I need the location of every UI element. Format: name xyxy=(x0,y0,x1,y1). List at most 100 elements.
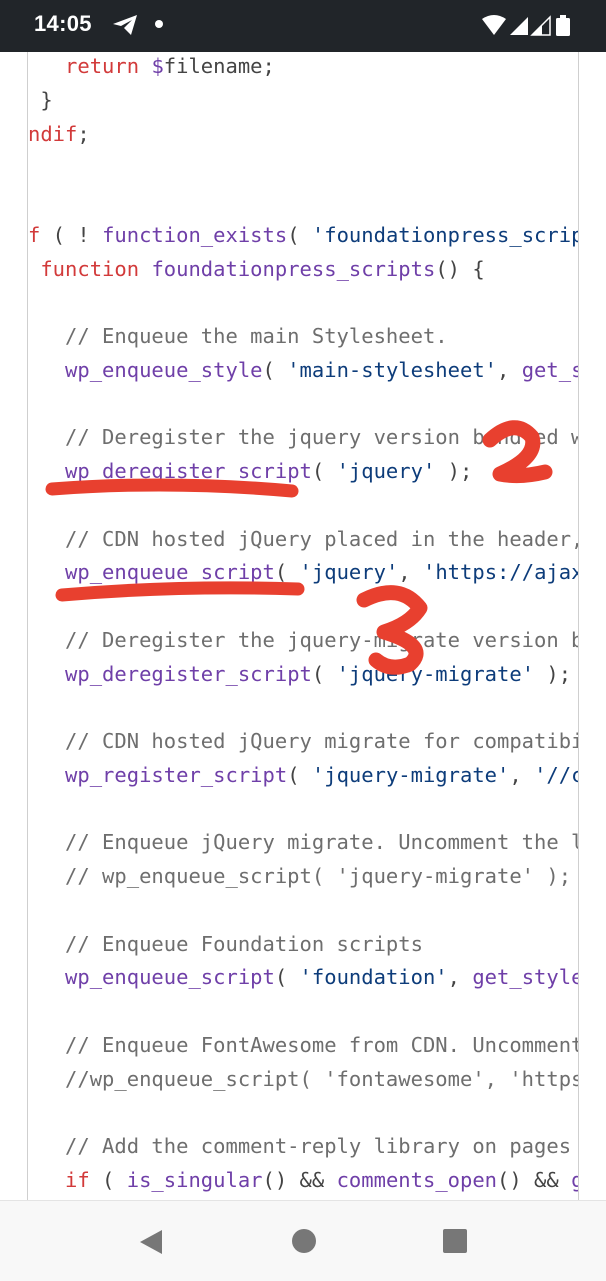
code-block: return $filename; } ndif; f ( ! function_e… xyxy=(27,52,579,1200)
code-token: wp_enqueue_style xyxy=(65,357,263,382)
code-line: wp_register_script( 'jquery-migrate', '/… xyxy=(28,758,579,792)
code-token: ( xyxy=(274,965,300,990)
code-token: 'jquery' xyxy=(336,459,436,483)
navigation-bar xyxy=(0,1200,606,1281)
code-line: // Deregister the jquery version bundled… xyxy=(28,420,578,454)
telegram-icon xyxy=(112,14,138,40)
code-token: ); xyxy=(435,459,473,483)
code-token: // Enqueue FontAwesome from CDN. Uncomme… xyxy=(65,1032,579,1057)
recents-icon[interactable] xyxy=(441,1228,469,1260)
code-token: ( xyxy=(287,762,312,787)
code-token: return xyxy=(65,54,140,78)
code-line: wp_deregister_script( 'jquery-migrate' )… xyxy=(28,657,571,691)
status-bar: 14:05 xyxy=(0,0,606,52)
code-token: ndif xyxy=(28,121,78,146)
code-token: // Deregister the jquery-migrate version… xyxy=(65,627,578,652)
code-token: // Enqueue jQuery migrate. Uncomment the… xyxy=(65,830,578,855)
notification-dot-icon xyxy=(155,20,163,28)
code-line: wp_enqueue_script( 'foundation', get_sty… xyxy=(28,960,578,994)
code-token xyxy=(28,560,65,584)
code-line: // Enqueue Foundation scripts xyxy=(28,927,423,961)
code-token: wp_deregister_script xyxy=(65,459,312,483)
code-token: ( xyxy=(311,459,337,483)
code-token: $ xyxy=(151,54,164,78)
code-token: () && xyxy=(262,1167,337,1192)
home-icon[interactable] xyxy=(291,1228,317,1260)
code-line: // CDN hosted jQuery migrate for compati… xyxy=(28,724,578,758)
code-token: function_exists xyxy=(102,222,288,247)
code-line: f ( ! function_exists( 'foundationpress_… xyxy=(28,218,578,252)
code-token: get_stylesheet_directory_uri xyxy=(472,965,578,990)
code-token: 'jquery-migrate' xyxy=(311,762,510,787)
code-token: 'https://ajax.googleapis.com' xyxy=(422,560,579,585)
code-token: if xyxy=(65,1167,90,1192)
signal-icon xyxy=(510,17,528,35)
code-token: wp_register_script xyxy=(65,762,288,787)
code-token: filename; xyxy=(163,54,275,78)
code-line: ndif; xyxy=(28,117,90,151)
code-token: comments_open xyxy=(336,1167,498,1192)
code-token xyxy=(28,257,40,281)
code-line: // Enqueue the main Stylesheet. xyxy=(28,319,448,353)
code-token: wp_enqueue_script xyxy=(65,965,275,990)
code-token xyxy=(139,54,151,78)
code-token: } xyxy=(28,87,53,112)
code-token: 'main-stylesheet' xyxy=(287,357,498,382)
back-icon[interactable] xyxy=(138,1228,164,1260)
code-token: () { xyxy=(435,256,485,281)
code-token: ( xyxy=(274,560,300,585)
code-token xyxy=(28,763,65,787)
web-page[interactable]: return $filename; } ndif; f ( ! function_e… xyxy=(0,52,606,1200)
code-token: function xyxy=(40,256,140,281)
code-token: //wp_enqueue_script( 'fontawesome', 'htt… xyxy=(65,1066,578,1091)
signal-weak-icon xyxy=(530,15,551,36)
code-token: 'foundation' xyxy=(299,965,448,990)
code-token: ; xyxy=(77,121,90,146)
code-line: //wp_enqueue_script( 'fontawesome', 'htt… xyxy=(28,1062,578,1096)
status-icons xyxy=(480,14,576,42)
code-token xyxy=(28,965,65,989)
code-token: ); xyxy=(534,661,572,686)
code-token: foundationpress_scripts xyxy=(151,256,436,281)
code-token: '//code.jquery.com' xyxy=(534,762,579,787)
code-line: wp_enqueue_style( 'main-stylesheet', get… xyxy=(28,353,578,387)
code-line: // CDN hosted jQuery placed in the heade… xyxy=(28,522,578,556)
code-token: // CDN hosted jQuery migrate for compati… xyxy=(65,729,578,753)
code-line: wp_deregister_script( 'jquery' ); xyxy=(28,454,472,488)
code-token: // Add the comment-reply library on page… xyxy=(65,1134,572,1158)
code-line: wp_enqueue_script( 'jquery', 'https://aj… xyxy=(28,555,579,589)
code-token: 'jquery' xyxy=(299,560,399,585)
code-token: // Deregister the jquery version bundled… xyxy=(65,425,578,450)
code-token xyxy=(28,459,65,483)
code-token: wp_enqueue_script xyxy=(65,560,275,585)
code-token: // Enqueue Foundation scripts xyxy=(28,931,423,956)
code-line: // wp_enqueue_script( 'jquery-migrate' )… xyxy=(28,859,571,893)
code-token: () && xyxy=(497,1167,572,1192)
code-line: // Enqueue jQuery migrate. Uncomment the… xyxy=(28,825,578,859)
code-token: is_singular xyxy=(126,1167,263,1192)
code-token: // wp_enqueue_script( 'jquery-migrate' )… xyxy=(28,864,572,888)
code-token: f xyxy=(28,222,41,247)
code-token: ( xyxy=(262,357,288,382)
wifi-icon xyxy=(482,15,506,35)
code-line: if ( is_singular() && comments_open() &&… xyxy=(28,1163,578,1197)
code-token: ( xyxy=(287,222,312,247)
code-token xyxy=(28,54,65,78)
code-token: ( xyxy=(311,661,337,686)
code-line: function foundationpress_scripts() { xyxy=(28,252,485,286)
code-token: wp_deregister_script xyxy=(65,661,312,686)
code-token: , xyxy=(398,560,423,585)
code-line: // Deregister the jquery-migrate version… xyxy=(28,623,578,657)
code-token: , xyxy=(509,762,535,787)
status-time: 14:05 xyxy=(34,11,92,36)
code-token: get_option xyxy=(571,1168,578,1192)
code-token xyxy=(139,257,151,281)
code-token xyxy=(28,1168,65,1192)
code-token xyxy=(28,662,65,686)
code-line: } xyxy=(28,83,53,117)
code-token: get_stylesheet_directory_uri xyxy=(521,357,578,382)
code-line: // Enqueue FontAwesome from CDN. Uncomme… xyxy=(28,1028,579,1062)
code-token: ( ! xyxy=(40,222,103,247)
code-line: // Add the comment-reply library on page… xyxy=(28,1129,578,1163)
code-token: , xyxy=(497,357,522,382)
